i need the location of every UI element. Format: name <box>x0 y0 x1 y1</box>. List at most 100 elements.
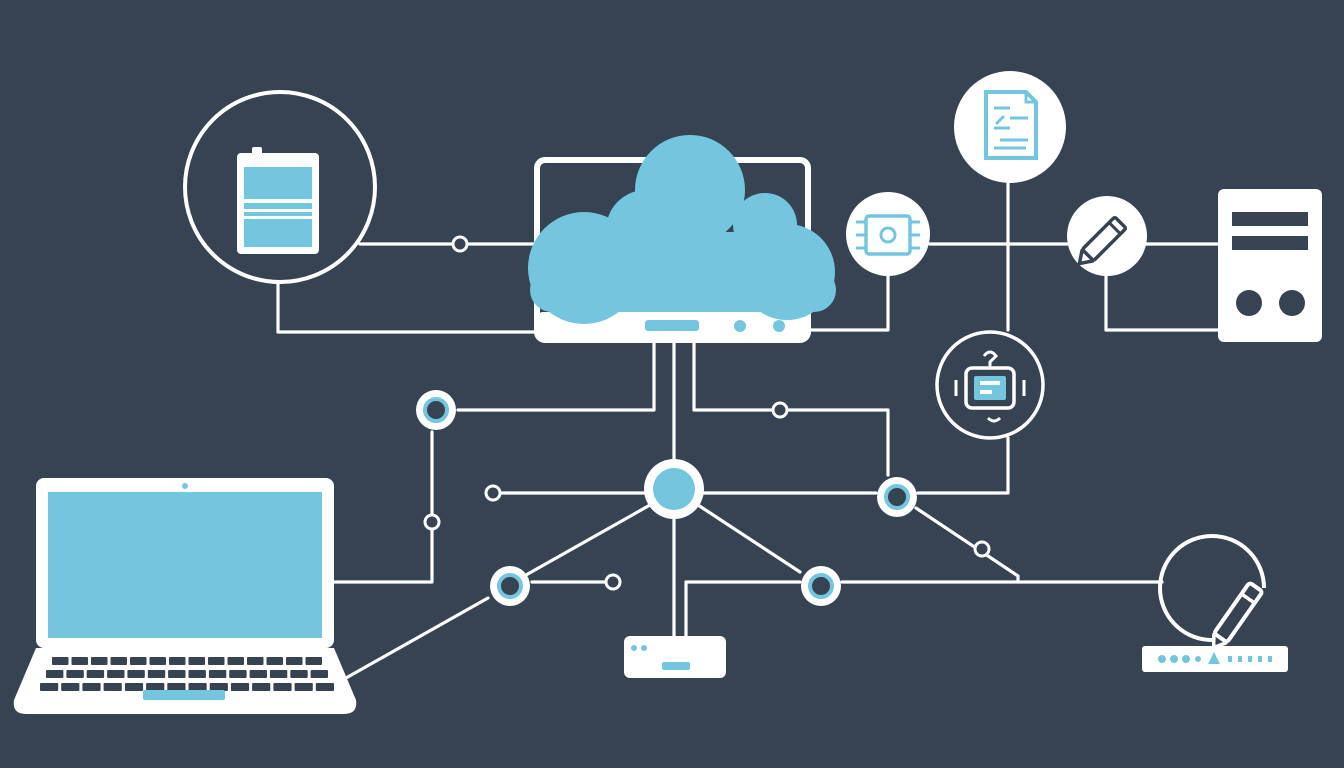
network-router-node <box>624 636 726 678</box>
keyboard-key <box>149 657 166 665</box>
junction-dot <box>973 540 991 558</box>
cloud-server-led <box>773 320 785 332</box>
keyboard-key <box>208 670 227 678</box>
keyboard-key <box>146 683 165 691</box>
router-led <box>641 645 647 651</box>
mobile-device-icon <box>237 147 319 254</box>
server-rack-icon <box>1218 189 1322 342</box>
keyboard-key <box>147 670 166 678</box>
keyboard-key <box>103 683 122 691</box>
edge-hub-lowleft <box>524 503 652 577</box>
pencil-node <box>1067 196 1147 276</box>
keyboard-key <box>66 670 84 678</box>
robot-ring <box>935 330 1045 440</box>
pencil-icon <box>1077 215 1128 266</box>
keyboard-key <box>290 670 308 678</box>
hub-node <box>644 459 704 519</box>
edge-cloud-right <box>692 340 890 477</box>
keyboard-key <box>188 657 205 665</box>
keyboard-key <box>130 657 147 665</box>
ring-nodes <box>416 390 917 606</box>
junction-dot <box>484 484 502 502</box>
drawing-tablet-ring <box>1158 534 1266 642</box>
server-rack-button <box>1236 290 1262 316</box>
junction-dot <box>771 401 789 419</box>
keyboard-key <box>227 657 244 665</box>
cpu-chip-node <box>846 192 930 276</box>
keyboard-key <box>188 683 207 691</box>
keyboard-key <box>305 657 322 665</box>
keyboard-key <box>46 670 64 678</box>
edge-router-node <box>684 580 802 642</box>
cloud-server-led <box>734 320 746 332</box>
keyboard-key <box>252 683 271 691</box>
cpu-chip-icon <box>856 214 920 256</box>
junction-dot <box>604 573 622 591</box>
keyboard-key <box>107 670 125 678</box>
keyboard-key <box>310 670 328 678</box>
server-rack-button <box>1279 290 1305 316</box>
keyboard-key <box>315 683 334 691</box>
keyboard-key <box>61 683 80 691</box>
router-port <box>662 662 690 670</box>
junction-dot <box>451 235 469 253</box>
keyboard-key <box>266 657 283 665</box>
connections <box>276 180 1220 680</box>
server-rack-slot <box>1232 212 1308 226</box>
keyboard-key <box>127 670 145 678</box>
keyboard-key <box>169 657 186 665</box>
laptop-node <box>13 478 357 714</box>
keyboard-key <box>269 670 288 678</box>
junction-dot <box>423 513 441 531</box>
keyboard-key <box>247 657 264 665</box>
edge-hub-lowright <box>696 503 802 574</box>
router-led <box>631 645 637 651</box>
ring-node-left <box>416 390 456 430</box>
cloud-icon <box>528 135 836 324</box>
keyboard-key <box>40 683 59 691</box>
keyboard-key <box>273 683 292 691</box>
keyboard-key <box>208 657 225 665</box>
document-icon <box>984 90 1038 160</box>
cloud-server-node <box>528 135 836 343</box>
document-node <box>954 71 1066 183</box>
edge-cloud-left <box>456 340 656 412</box>
keyboard-key <box>229 670 247 678</box>
edge-node-diagonal <box>914 506 1020 584</box>
keyboard-key <box>52 657 69 665</box>
keyboard-key <box>167 683 186 691</box>
robot-node <box>935 330 1045 440</box>
keyboard-key <box>91 657 108 665</box>
mobile-device-node <box>183 90 377 284</box>
edge-robot-node <box>916 436 1010 495</box>
ring-node-lowright <box>801 566 841 606</box>
drawing-tablet-node <box>1142 534 1288 672</box>
edge-left-laptop <box>330 430 434 584</box>
keyboard-key <box>124 683 144 691</box>
mobile-device-ring <box>183 90 377 284</box>
edge-node-laptop <box>344 596 490 680</box>
keyboard-key <box>209 683 228 691</box>
laptop-trackpad <box>143 690 225 700</box>
ring-node-right <box>877 477 917 517</box>
server-rack-slot <box>1232 236 1308 250</box>
keyboard-key <box>82 683 101 691</box>
router-icon <box>624 636 726 678</box>
robot-icon <box>954 350 1026 423</box>
keyboard-key <box>230 683 250 691</box>
ring-node-lowleft <box>490 566 530 606</box>
keyboard-key <box>86 670 105 678</box>
edge-mobile-cloud-lower <box>276 280 542 334</box>
edge-pencil-server-lower <box>1104 268 1220 332</box>
laptop-screen <box>48 492 322 638</box>
keyboard-key <box>168 670 186 678</box>
drawing-tablet-indicators <box>1158 652 1272 664</box>
keyboard-key <box>249 670 267 678</box>
keyboard-key <box>110 657 127 665</box>
cloud-server-slot <box>645 320 699 331</box>
server-rack-node <box>1218 189 1322 342</box>
keyboard-key <box>294 683 313 691</box>
keyboard-key <box>286 657 303 665</box>
laptop-keyboard <box>40 657 334 691</box>
